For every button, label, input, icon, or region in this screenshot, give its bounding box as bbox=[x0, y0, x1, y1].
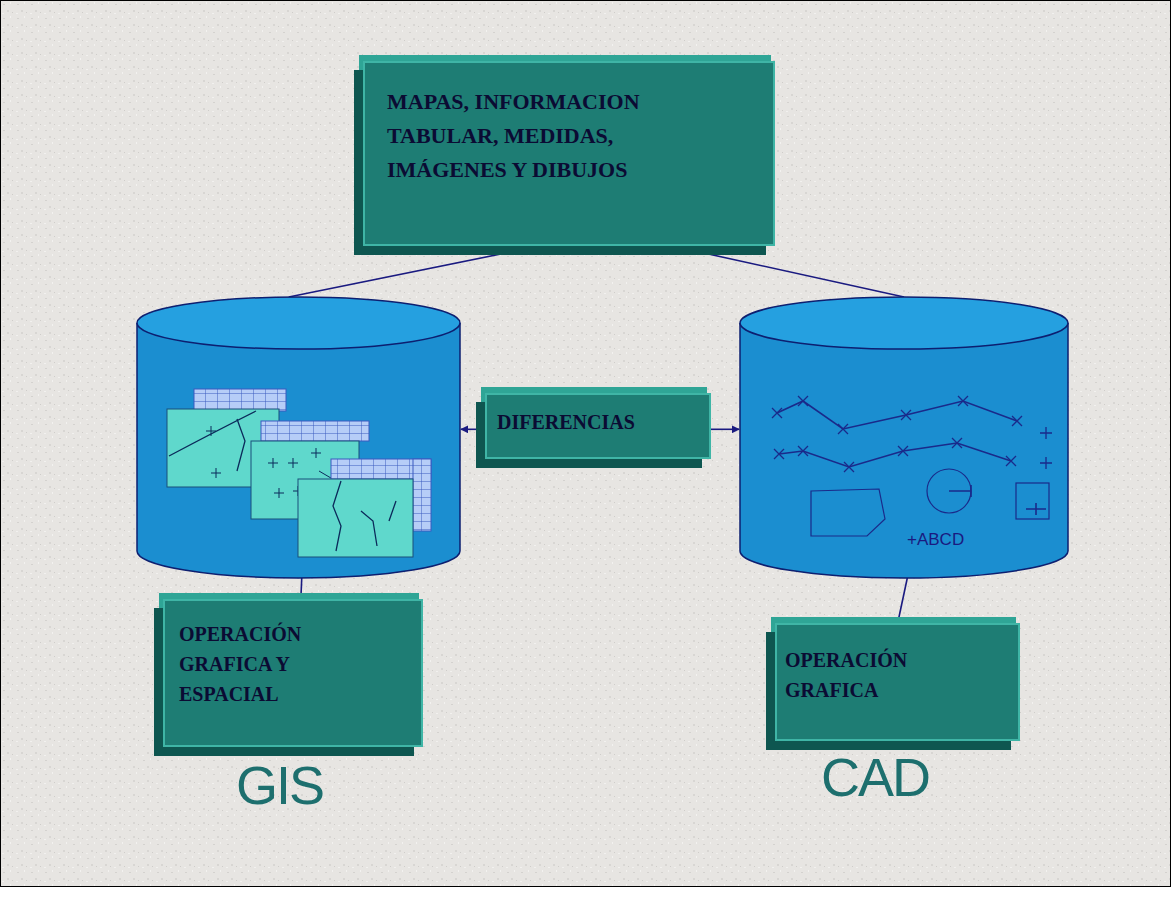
box-text: MAPAS, INFORMACION TABULAR, MEDIDAS, IMÁ… bbox=[387, 85, 687, 187]
box-text: DIFERENCIAS bbox=[497, 409, 699, 435]
connector-line bbox=[289, 246, 540, 297]
database-cylinder: GIS bbox=[136, 296, 461, 578]
connector-arrow bbox=[711, 428, 739, 430]
cylinder-outline bbox=[136, 296, 461, 578]
text-label: +ABCD bbox=[907, 530, 964, 550]
teal-box: MAPAS, INFORMACION TABULAR, MEDIDAS, IMÁ… bbox=[363, 61, 775, 246]
cad-drawing bbox=[772, 396, 1052, 536]
connector-line bbox=[672, 246, 904, 297]
teal-box: OPERACIÓN GRAFICA bbox=[775, 623, 1020, 741]
cylinder-outline bbox=[739, 296, 1069, 578]
page-frame: MAPAS, INFORMACION TABULAR, MEDIDAS, IMÁ… bbox=[0, 0, 1171, 887]
database-cylinder: +ABCDCAD bbox=[739, 296, 1069, 578]
system-heading: GIS bbox=[236, 754, 323, 816]
connector-arrow bbox=[461, 428, 485, 430]
teal-box: OPERACIÓN GRAFICA Y ESPACIAL bbox=[163, 599, 423, 747]
box-text: OPERACIÓN GRAFICA bbox=[785, 645, 935, 705]
box-text: OPERACIÓN GRAFICA Y ESPACIAL bbox=[179, 619, 329, 709]
system-heading: CAD bbox=[821, 746, 929, 808]
connector-line bbox=[898, 578, 908, 624]
teal-box: DIFERENCIAS bbox=[485, 393, 711, 459]
connector-line bbox=[300, 578, 303, 600]
gis-layers bbox=[167, 389, 431, 557]
